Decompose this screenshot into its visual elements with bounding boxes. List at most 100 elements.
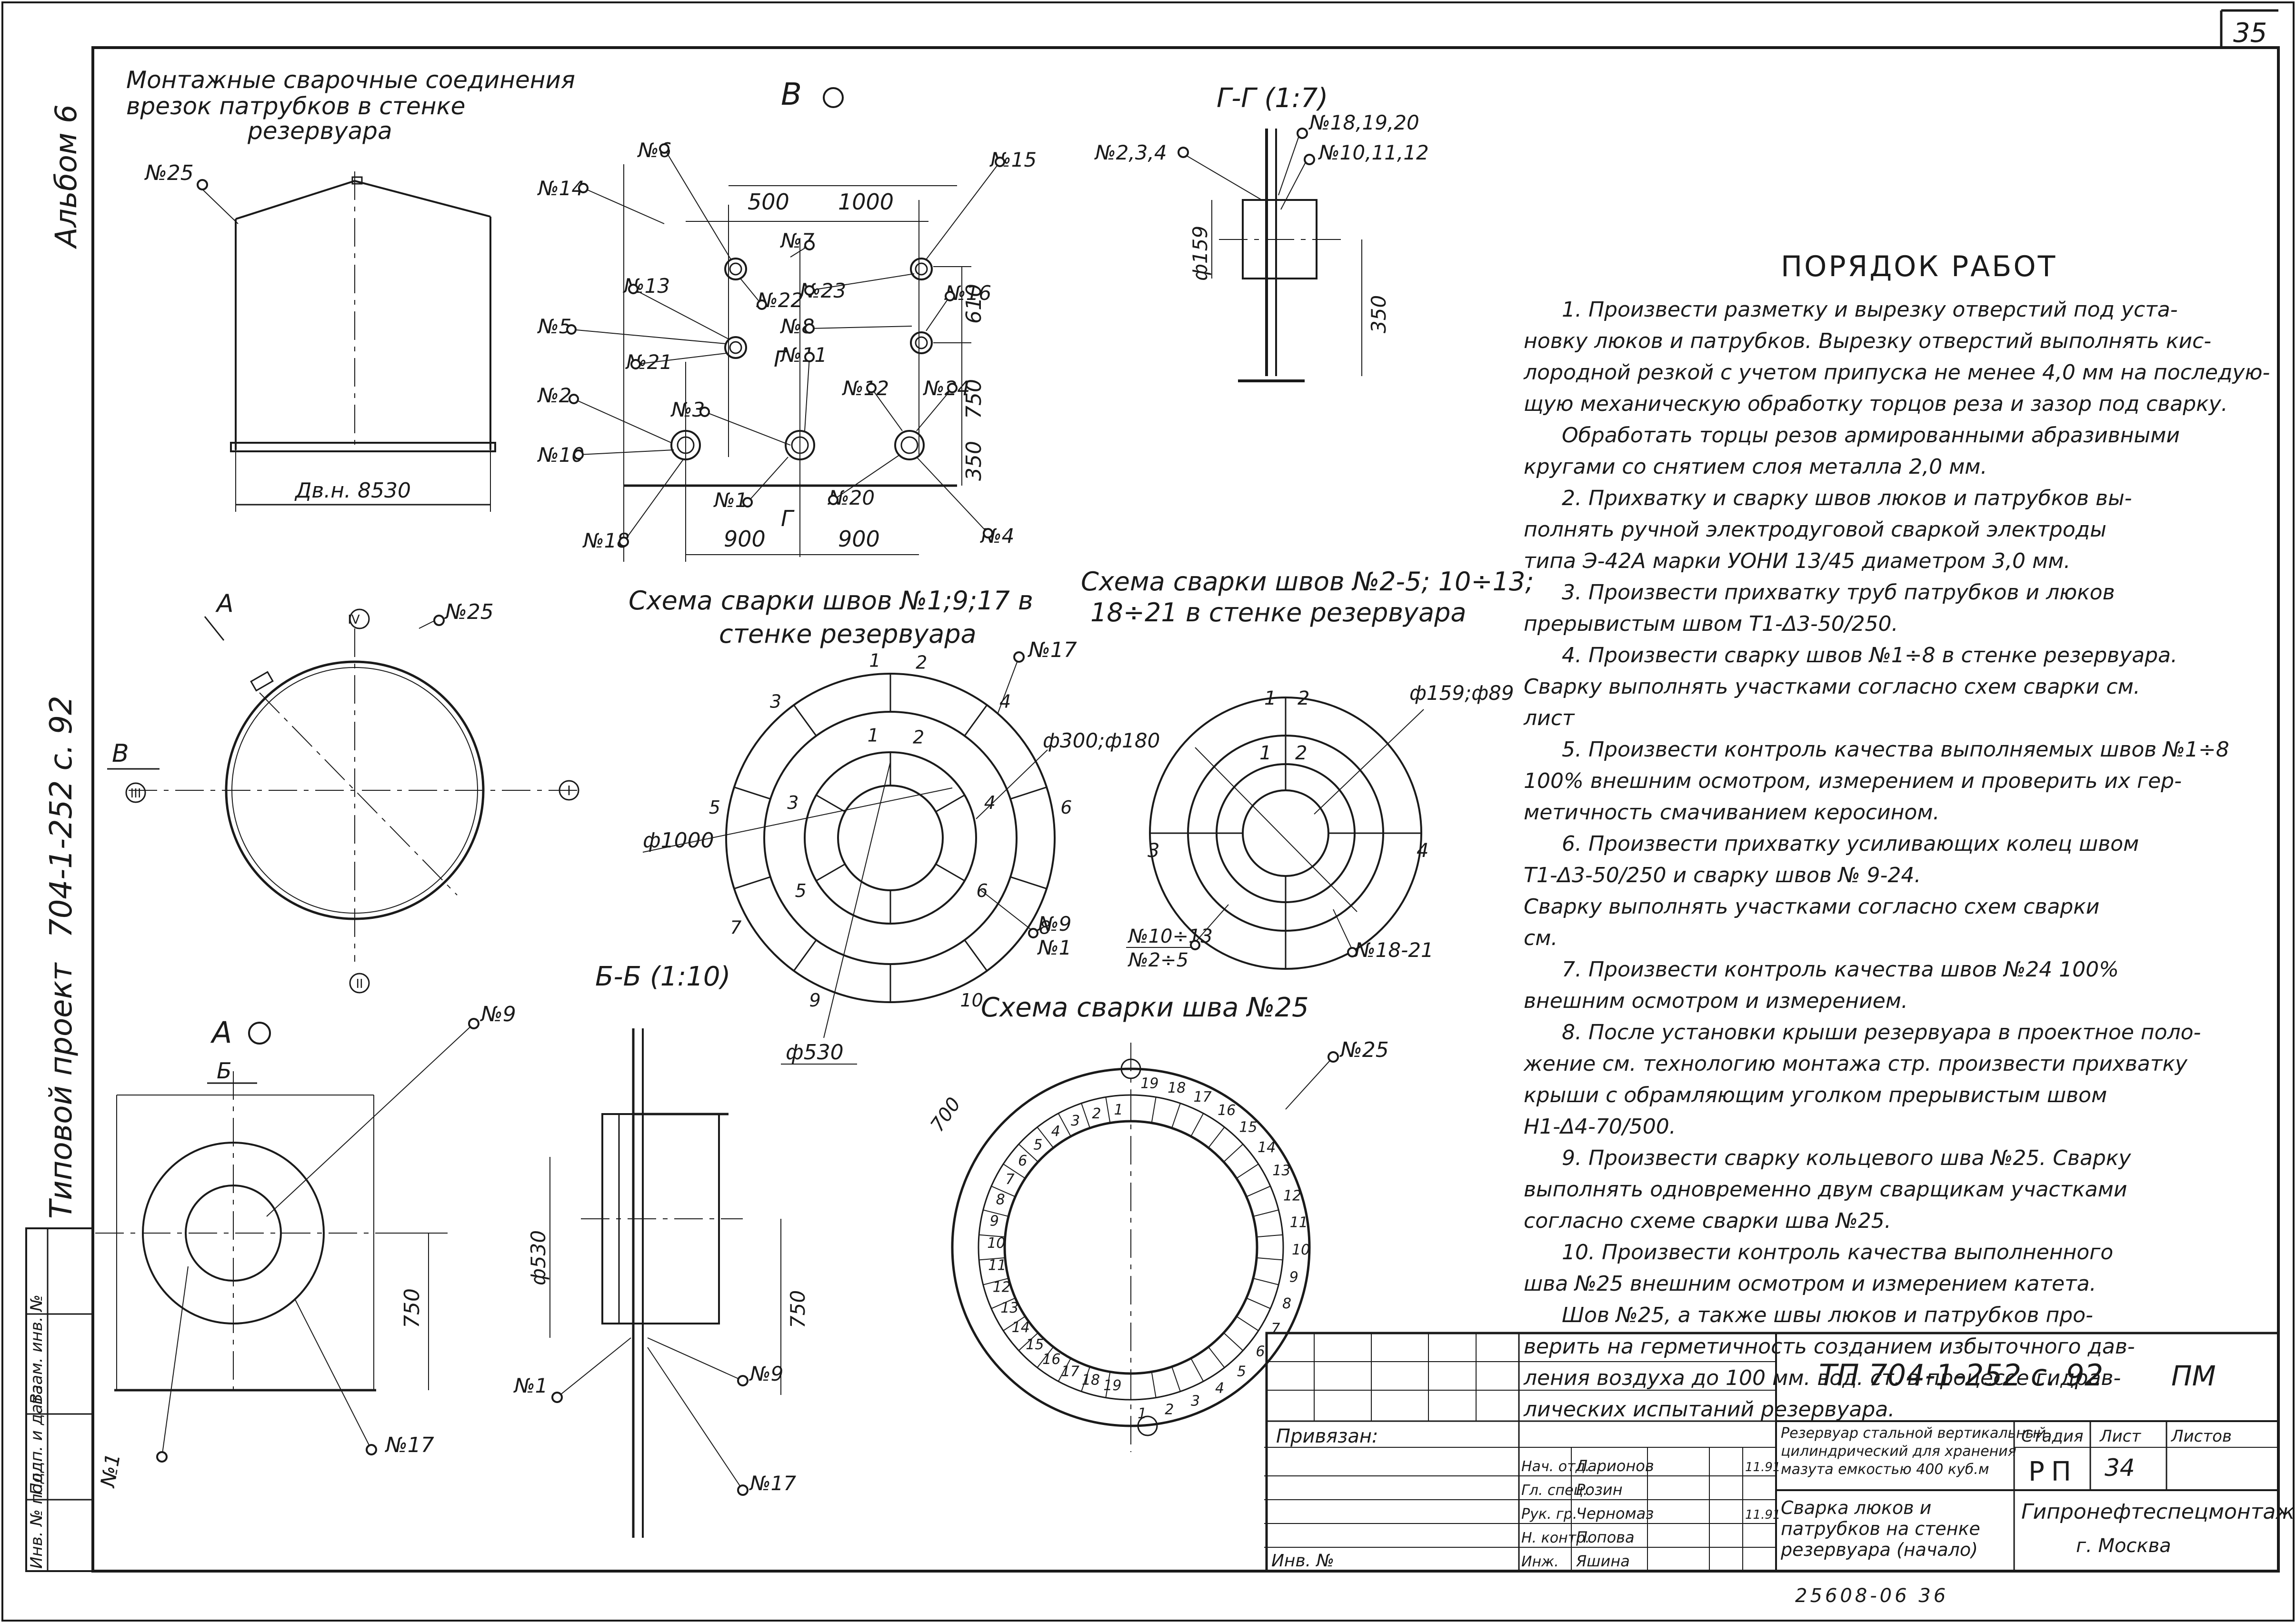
procedure-line: жение см. технологию монтажа стр. произв… [1523, 1052, 2188, 1076]
scheme-2-callout-d159: ф159;ф89 [1409, 681, 1514, 705]
scheme-1: Схема сварки швов №1;9;17 в стенке резер… [629, 586, 1160, 1065]
scheme-1-callout-d300: ф300;ф180 [1043, 729, 1160, 752]
title-block-org-line: Гипронефтеспецмонтаж [2021, 1500, 2295, 1524]
title-block-sheet: 34 [2105, 1454, 2135, 1482]
scheme-25-outer-number: 8 [1282, 1295, 1291, 1312]
tank-elevation: Монтажные сварочные соединения врезок па… [126, 66, 575, 512]
view-b-callout-5-dot [804, 285, 815, 296]
scheme-25-tick [1037, 1346, 1054, 1368]
title-block-name: Черномаз [1576, 1504, 1654, 1523]
scheme-2-number: 1 [1259, 742, 1271, 764]
view-b-dim-900-right: 900 [838, 526, 880, 552]
view-b-callout-18-leader [833, 454, 900, 500]
scheme-1-callout-1: №1 [1037, 936, 1071, 959]
scheme-1-title-2: стенке резервуара [719, 619, 977, 649]
title-block-approved: Привязан: [1276, 1425, 1378, 1447]
scheme-1-inner-number: 2 [913, 727, 924, 747]
scheme-25-outer-number: 19 [1140, 1075, 1158, 1092]
scheme-1-outer-number: 2 [916, 652, 927, 673]
procedure-line: метичность смачиванием керосином. [1524, 800, 1940, 825]
procedure-line: 8. После установки крыши резервуара в пр… [1562, 1020, 2201, 1045]
procedure-line: новку люков и патрубков. Вырезку отверст… [1524, 329, 2211, 353]
section-bb-dim-d530: ф530 [527, 1230, 550, 1285]
procedure-line: см. [1524, 926, 1557, 950]
scheme-25-tick [991, 1185, 1016, 1197]
scheme-25-inner-number: 17 [1061, 1363, 1079, 1380]
scheme-25-tick [1058, 1113, 1071, 1137]
title-block-role: Нач. отд. [1521, 1458, 1590, 1475]
scheme-25-inner-number: 11 [988, 1257, 1006, 1274]
scheme-25-tick [1208, 1126, 1225, 1148]
plan-callout-25: №25 [444, 600, 494, 624]
scheme-2-title-2: 18÷21 в стенке резервуара [1090, 597, 1466, 627]
scheme-25-inner-number: 1 [1114, 1102, 1123, 1118]
procedure-line: Обработать торцы резов армированными абр… [1562, 423, 2180, 448]
scheme-1-callout-17: №17 [1027, 638, 1077, 662]
procedure-line: крыши с обрамляющим уголком прерывистым … [1524, 1083, 2107, 1107]
scheme-25-outer-number: 6 [1256, 1344, 1265, 1360]
procedure: ПОРЯДОК РАБОТ 1. Произвести разметку и в… [1523, 250, 2270, 1422]
project-number-label: 704-1-252 с. 92 [44, 696, 79, 938]
view-b-callout-5-leader [809, 273, 915, 291]
scheme-25-inner-number: 2 [1092, 1105, 1101, 1122]
title-block: ТП 704-1-252 с. 92 ПМ Привязан: Инв. № Н… [1264, 1332, 2295, 1607]
scheme-25-ticks [979, 1095, 1283, 1400]
scheme-25-tick [1246, 1297, 1271, 1309]
title-block-org-line: г. Москва [2076, 1535, 2171, 1557]
side-label-vzam-inv: Взам. инв. № [27, 1294, 46, 1404]
scheme-1-outer-tick [793, 939, 817, 971]
scheme-1-callout-d1000: ф1000 [643, 828, 714, 853]
procedure-line: внешним осмотром и измерением. [1524, 989, 1908, 1013]
plan-axis-III: III [130, 787, 141, 801]
title-block-stage-label: Стадия [2021, 1427, 2083, 1446]
scheme-25-outer-number: 16 [1218, 1102, 1236, 1119]
scheme-25-tick [1190, 1358, 1204, 1382]
scheme-1-outer-tick [1010, 876, 1047, 890]
scheme-25-tick [1003, 1164, 1026, 1179]
scheme-1-outer-number: 6 [1060, 797, 1072, 818]
scheme-25-callout: №25 [1339, 1038, 1389, 1062]
procedure-line: лородной резкой с учетом припуска не мен… [1523, 360, 2270, 385]
view-b-callout-21-leader [916, 457, 988, 534]
scheme-25-tick [1081, 1103, 1090, 1128]
scheme-1-outer-tick [793, 705, 817, 737]
view-b-callout-4-dot [804, 240, 815, 250]
view-b-title: В [781, 77, 802, 112]
scheme-25-tick [1246, 1185, 1271, 1197]
side-label-podp-data: Подп. и дата [27, 1384, 46, 1495]
view-b-callout-19-dot [619, 537, 629, 547]
title-block-code: ТП 704-1-252 с. 92 [1819, 1358, 2103, 1393]
section-bb-title: Б-Б (1:10) [595, 961, 730, 992]
scheme-1-outer-number: 3 [770, 691, 781, 712]
scheme-1-callout-d530: ф530 [786, 1040, 844, 1065]
title-block-name: Розин [1576, 1481, 1623, 1499]
scheme-25-outer-number: 14 [1258, 1139, 1276, 1156]
scheme-25-outer-number: 11 [1290, 1215, 1308, 1231]
scheme-25-outer-number: 18 [1168, 1080, 1186, 1096]
scheme-25-inner-number: 9 [990, 1213, 999, 1229]
scheme-25-tick [1257, 1234, 1283, 1238]
view-b-callout-11-dot [630, 359, 641, 369]
scheme-25-tick [1190, 1113, 1204, 1137]
scheme-25-tick [1105, 1372, 1111, 1398]
scheme-25-outer-number: 1 [1138, 1405, 1147, 1422]
section-bb-callout-9: №9 [749, 1362, 783, 1385]
view-b-callout-10-leader [809, 326, 912, 329]
view-b-callout-7-leader [740, 278, 762, 305]
view-b-callout-16-leader [704, 411, 791, 446]
scheme-2-title-1: Схема сварки швов №2-5; 10÷13; [1081, 567, 1534, 597]
scheme-1-outer-number: 7 [730, 917, 741, 938]
procedure-line: 7. Произвести контроль качества швов №24… [1562, 957, 2119, 982]
section-bb-callout-17: №17 [749, 1472, 796, 1495]
title-block-role: Гл. спец. [1521, 1482, 1587, 1499]
scheme-25-tick [1236, 1316, 1259, 1331]
scheme-2-callout-2-5: №2÷5 [1128, 949, 1188, 971]
scheme-25-outer-number: 13 [1272, 1163, 1290, 1179]
view-b-callout-2: №14 [537, 177, 584, 200]
title-block-mark: ПМ [2171, 1360, 2216, 1392]
